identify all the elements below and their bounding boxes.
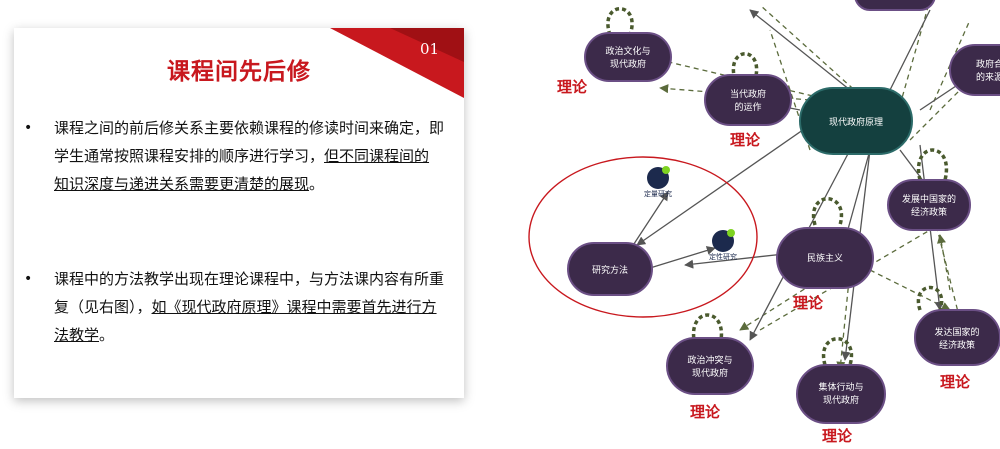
node-gov-source[interactable]: 政府合法 的来源 bbox=[949, 44, 1000, 96]
content-card bbox=[14, 28, 464, 398]
theory-label-1: 理论 bbox=[557, 78, 588, 96]
bullet-2-tail: 。 bbox=[99, 326, 115, 344]
node-label-contemporary-gov-1: 当代政府 bbox=[730, 88, 766, 100]
card-corner-decoration bbox=[330, 28, 464, 98]
node-label-political-conflict-1: 政治冲突与 bbox=[687, 354, 732, 366]
node-label-political-culture-1: 政治文化与 bbox=[605, 45, 650, 57]
node-nationalism[interactable]: 民族主义 bbox=[776, 227, 874, 289]
bullet-item-1: • 课程之间的前后修关系主要依赖课程的修读时间来确定，即学生通常按照课程安排的顺… bbox=[24, 114, 444, 198]
node-label-gov-source-2: 的来源 bbox=[976, 71, 1000, 83]
node-label-developed-policy-1: 发达国家的 bbox=[934, 326, 979, 338]
bullet-2-text: 课程中的方法教学出现在理论课程中，与方法课内容有所重复（见右图）， bbox=[54, 270, 445, 316]
theory-label-6: 理论 bbox=[940, 373, 971, 391]
node-modern-gov-principles[interactable]: 现代政府原理 bbox=[799, 87, 913, 155]
node-collective-action[interactable]: 集体行动与 现代政府 bbox=[796, 364, 886, 424]
bullet-1-tail: 。 bbox=[309, 175, 325, 193]
node-label-developed-policy-2: 经济政策 bbox=[939, 339, 975, 351]
bullet-1-underlined: 但不同课程间的知识深度与递进关系需要更清楚的展现 bbox=[54, 147, 430, 193]
card-title: 课程间先后修 bbox=[167, 59, 311, 85]
node-label-method-b: 定性研究 bbox=[709, 252, 737, 261]
bullet-dot: • bbox=[24, 271, 33, 287]
node-political-conflict[interactable]: 政治冲突与 现代政府 bbox=[666, 337, 754, 395]
node-label-modern-gov-principles: 现代政府原理 bbox=[829, 116, 883, 128]
node-label-contemporary-gov-2: 的运作 bbox=[734, 101, 761, 113]
node-top-partial[interactable] bbox=[854, 0, 936, 11]
theory-label-4: 理论 bbox=[690, 403, 721, 421]
self-loops bbox=[606, 7, 949, 366]
node-label-collective-action-2: 现代政府 bbox=[823, 394, 859, 406]
node-developed-policy[interactable]: 发达国家的 经济政策 bbox=[914, 309, 1000, 366]
bullet-1-text: 课程之间的前后修关系主要依赖课程的修读时间来确定，即学生通常按照课程安排的顺序进… bbox=[54, 119, 445, 165]
theory-label-3: 理论 bbox=[793, 294, 824, 312]
node-label-nationalism: 民族主义 bbox=[807, 252, 843, 264]
bullet-dot: • bbox=[24, 120, 33, 136]
node-label-collective-action-1: 集体行动与 bbox=[818, 381, 863, 393]
node-method-a[interactable]: 定量研究 bbox=[644, 166, 672, 198]
node-method-b[interactable]: 定性研究 bbox=[709, 229, 737, 261]
node-label-gov-source-1: 政府合法 bbox=[976, 58, 1000, 70]
node-label-political-culture-2: 现代政府 bbox=[610, 58, 646, 70]
node-label-political-conflict-2: 现代政府 bbox=[692, 367, 728, 379]
node-label-developing-policy-1: 发展中国家的 bbox=[902, 193, 956, 205]
node-political-culture[interactable]: 政治文化与 现代政府 bbox=[584, 32, 672, 82]
node-label-research-methods: 研究方法 bbox=[592, 264, 628, 276]
bullet-item-2: • 课程中的方法教学出现在理论课程中，与方法课内容有所重复（见右图），如《现代政… bbox=[24, 265, 444, 349]
node-label-method-a: 定量研究 bbox=[644, 189, 672, 198]
course-network-diagram: 政治文化与 现代政府 当代政府 的运作 现代政府原理 政府合法 的来源 发展中国… bbox=[528, 0, 1000, 445]
bullet-2-underlined: 如《现代政府原理》课程中需要首先进行方法教学 bbox=[54, 298, 437, 344]
methods-highlight-ellipse bbox=[528, 156, 758, 318]
node-label-developing-policy-2: 经济政策 bbox=[911, 206, 947, 218]
node-research-methods[interactable]: 研究方法 bbox=[567, 242, 653, 296]
theory-label-5: 理论 bbox=[822, 427, 853, 445]
node-developing-policy[interactable]: 发展中国家的 经济政策 bbox=[887, 179, 971, 231]
theory-label-2: 理论 bbox=[730, 131, 761, 149]
card-number: 01 bbox=[420, 40, 440, 58]
theory-labels: 理论 理论 理论 理论 理论 理论 bbox=[557, 78, 971, 445]
node-contemporary-gov[interactable]: 当代政府 的运作 bbox=[704, 74, 792, 126]
